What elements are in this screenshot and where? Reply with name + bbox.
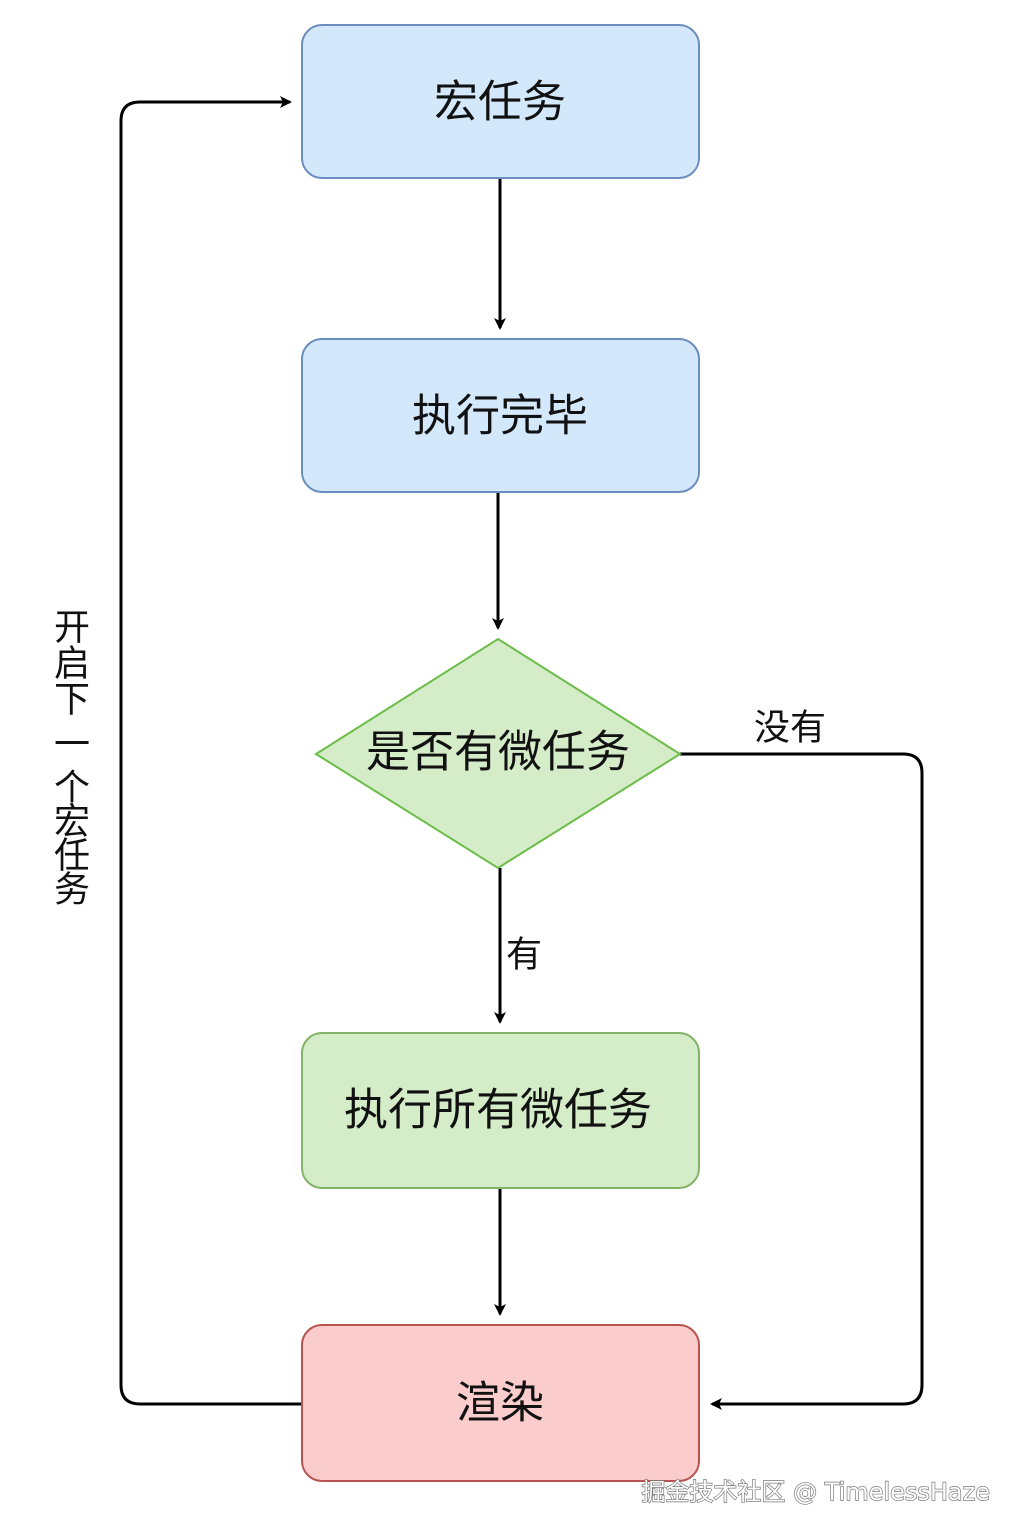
loop-back-label-char: 开 — [54, 608, 90, 649]
loop-back-label-char: 务 — [54, 870, 90, 911]
run-all-micro-tasks-label: 执行所有微任务 — [344, 1085, 652, 1136]
no-label: 没有 — [754, 708, 826, 749]
loop-back-label-char: 一 — [54, 725, 90, 766]
loop-back-label: 开 启 下 一 个 宏 任 务 — [54, 608, 90, 911]
render-label: 渲染 — [456, 1378, 544, 1429]
macro-task-label: 宏任务 — [434, 77, 566, 128]
edge-decision-no — [680, 752, 924, 1410]
execution-done-label: 执行完毕 — [412, 391, 588, 442]
has-micro-tasks-decision — [314, 637, 682, 870]
run-all-micro-tasks-node — [301, 1032, 700, 1189]
watermark-text: 掘金技术社区 @ TimelessHaze — [641, 1478, 990, 1506]
render-node — [301, 1324, 700, 1482]
loop-back-label-char: 个 — [54, 768, 90, 809]
execution-done-node — [301, 338, 700, 493]
loop-back-label-char: 任 — [54, 836, 90, 877]
edge-loop-back — [119, 96, 302, 1406]
has-micro-tasks-label: 是否有微任务 — [366, 727, 630, 778]
loop-back-label-char: 下 — [54, 680, 90, 721]
loop-back-label-char: 宏 — [54, 802, 90, 843]
loop-back-label-char: 启 — [54, 644, 90, 685]
yes-label: 有 — [506, 935, 542, 976]
macro-task-node — [301, 24, 700, 179]
